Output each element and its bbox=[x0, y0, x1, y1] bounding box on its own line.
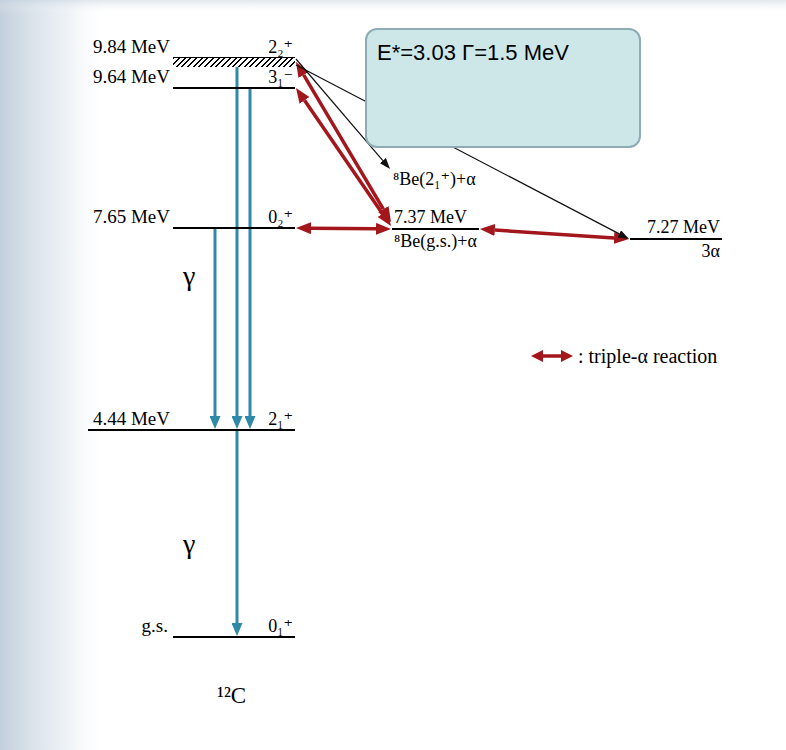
level-line bbox=[173, 227, 295, 229]
energy-level: 9.64 MeV 3₁⁻ bbox=[80, 53, 295, 89]
channel-level: ⁸Be(2₁⁺)+α bbox=[393, 170, 476, 188]
gamma-transition-arrow bbox=[236, 67, 239, 416]
energy-label: 9.84 MeV bbox=[93, 37, 170, 56]
energy-level: 4.44 MeV 2₁⁺ bbox=[80, 395, 295, 431]
level-line bbox=[173, 636, 295, 638]
spin-parity-label: 0₂⁺ bbox=[268, 208, 293, 226]
gamma-transition-arrow bbox=[236, 431, 239, 623]
callout-box: E*=3.03 Γ=1.5 MeV bbox=[365, 28, 641, 148]
spin-parity-label: 0₁⁺ bbox=[268, 617, 293, 635]
sky-strip bbox=[0, 0, 786, 14]
legend-text: : triple-α reaction bbox=[578, 346, 717, 366]
broad-level-line bbox=[173, 57, 295, 67]
energy-label: 7.65 MeV bbox=[93, 207, 170, 226]
threshold-level: 7.27 MeV 3α bbox=[630, 218, 722, 260]
spin-parity-label: 2₂⁺ bbox=[268, 38, 293, 56]
callout-text: E*=3.03 Γ=1.5 MeV bbox=[377, 42, 569, 64]
threshold-level: 7.37 MeV ⁸Be(g.s.)+α bbox=[392, 208, 479, 250]
gamma-transition-arrow bbox=[214, 229, 217, 416]
gamma-label: γ bbox=[183, 262, 195, 290]
energy-level: g.s. 0₁⁺ bbox=[80, 602, 295, 638]
gamma-transition-arrow bbox=[249, 89, 252, 416]
level-line bbox=[88, 429, 295, 431]
energy-level: 9.84 MeV 2₂⁺ bbox=[80, 23, 295, 67]
energy-label: 9.64 MeV bbox=[93, 67, 170, 86]
spin-parity-label: 3₁⁻ bbox=[268, 68, 293, 86]
channel-label: 3α bbox=[700, 242, 722, 260]
triple-alpha-arrow bbox=[495, 230, 614, 238]
level-label: 7.27 MeV bbox=[645, 218, 722, 236]
channel-label: ⁸Be(g.s.)+α bbox=[392, 232, 479, 250]
triple-alpha-arrow bbox=[311, 226, 376, 230]
energy-label: 4.44 MeV bbox=[93, 409, 170, 428]
spin-parity-label: 2₁⁺ bbox=[268, 410, 293, 428]
gamma-label: γ bbox=[183, 530, 195, 558]
energy-label: g.s. bbox=[142, 616, 168, 635]
level-label: 7.37 MeV bbox=[392, 208, 469, 226]
level-line bbox=[173, 87, 295, 89]
level-line bbox=[392, 228, 479, 230]
legend-entry: : triple-α reaction bbox=[530, 346, 717, 366]
level-label: ⁸Be(2₁⁺)+α bbox=[393, 170, 476, 188]
nucleus-label: ¹²C bbox=[217, 684, 246, 707]
energy-level: 7.65 MeV 0₂⁺ bbox=[80, 193, 295, 229]
sky-strip bbox=[0, 0, 110, 750]
level-line bbox=[630, 238, 722, 240]
legend-double-arrow bbox=[530, 348, 574, 364]
